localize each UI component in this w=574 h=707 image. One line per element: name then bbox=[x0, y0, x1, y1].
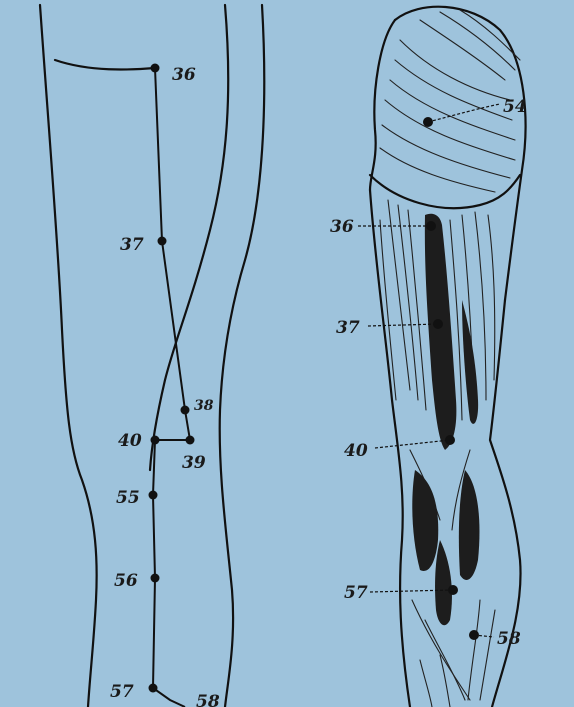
right-point-54-dot bbox=[423, 117, 433, 127]
point-40-dot bbox=[151, 436, 160, 445]
point-37-dot bbox=[158, 237, 167, 246]
right-label-37: 37 bbox=[336, 318, 360, 338]
label-56: 56 bbox=[114, 571, 138, 591]
right-label-40: 40 bbox=[344, 441, 368, 461]
left-point-labels: 36 37 38 39 40 55 56 57 58 bbox=[110, 65, 220, 707]
right-point-58-dot bbox=[469, 630, 479, 640]
right-label-54: 54 bbox=[503, 97, 527, 117]
label-39: 39 bbox=[182, 453, 206, 473]
right-label-36: 36 bbox=[330, 217, 354, 237]
point-38-dot bbox=[181, 406, 190, 415]
right-point-40-dot bbox=[445, 435, 455, 445]
point-57-dot bbox=[149, 684, 158, 693]
right-point-57-dot bbox=[448, 585, 458, 595]
right-point-36-dot bbox=[426, 221, 436, 231]
point-39-dot bbox=[186, 436, 195, 445]
label-58: 58 bbox=[196, 692, 220, 707]
right-label-58: 58 bbox=[497, 629, 521, 649]
point-56-dot bbox=[151, 574, 160, 583]
label-37: 37 bbox=[120, 235, 144, 255]
right-label-57: 57 bbox=[344, 583, 368, 603]
label-55: 55 bbox=[116, 488, 140, 508]
point-55-dot bbox=[149, 491, 158, 500]
left-meridian-line bbox=[153, 68, 190, 707]
label-57: 57 bbox=[110, 682, 134, 702]
point-36-dot bbox=[151, 64, 160, 73]
right-point-37-dot bbox=[433, 319, 443, 329]
label-40: 40 bbox=[118, 431, 142, 451]
label-38: 38 bbox=[194, 398, 214, 414]
label-36: 36 bbox=[172, 65, 196, 85]
left-leg-outline bbox=[40, 5, 264, 707]
